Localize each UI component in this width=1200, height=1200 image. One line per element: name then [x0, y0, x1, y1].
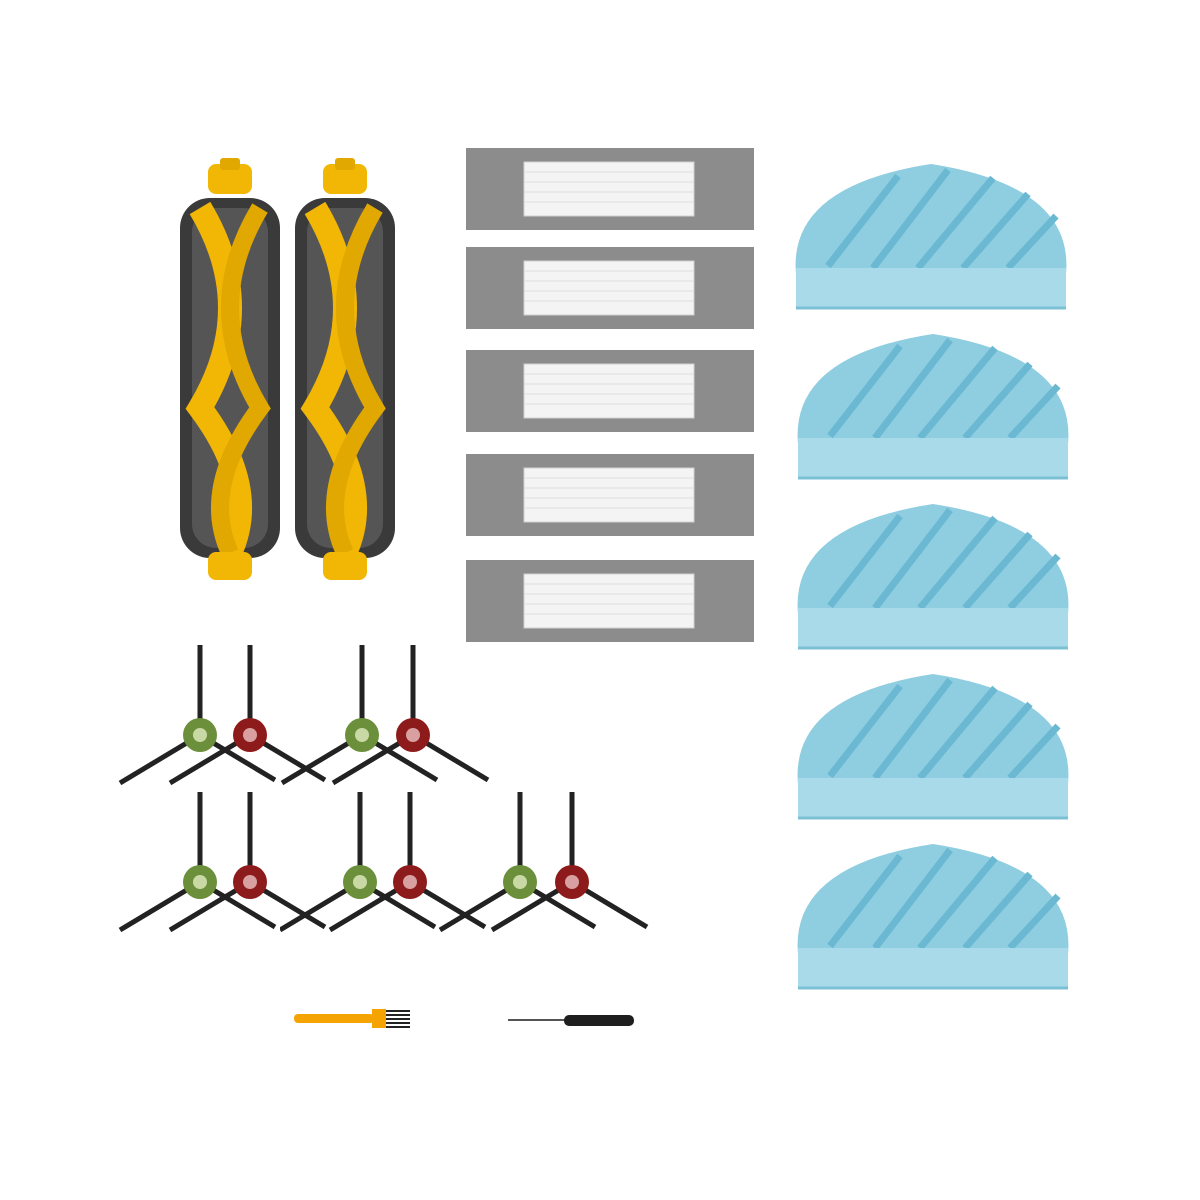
hepa-filter [466, 350, 754, 432]
main-roller-brush [285, 158, 405, 588]
screwdriver [508, 1008, 638, 1032]
mop-pad [790, 326, 1076, 482]
main-roller-brush [170, 158, 290, 588]
side-brushes-extra [280, 790, 660, 960]
mop-pad [790, 836, 1076, 992]
hepa-filter [466, 560, 754, 642]
mop-pad [790, 666, 1076, 822]
side-brushes [100, 630, 520, 960]
cleaning-brush-tool [294, 1004, 414, 1034]
mop-pad [790, 496, 1076, 652]
mop-pad [788, 156, 1074, 312]
hepa-filter [466, 148, 754, 230]
hepa-filter [466, 247, 754, 329]
hepa-filter [466, 454, 754, 536]
